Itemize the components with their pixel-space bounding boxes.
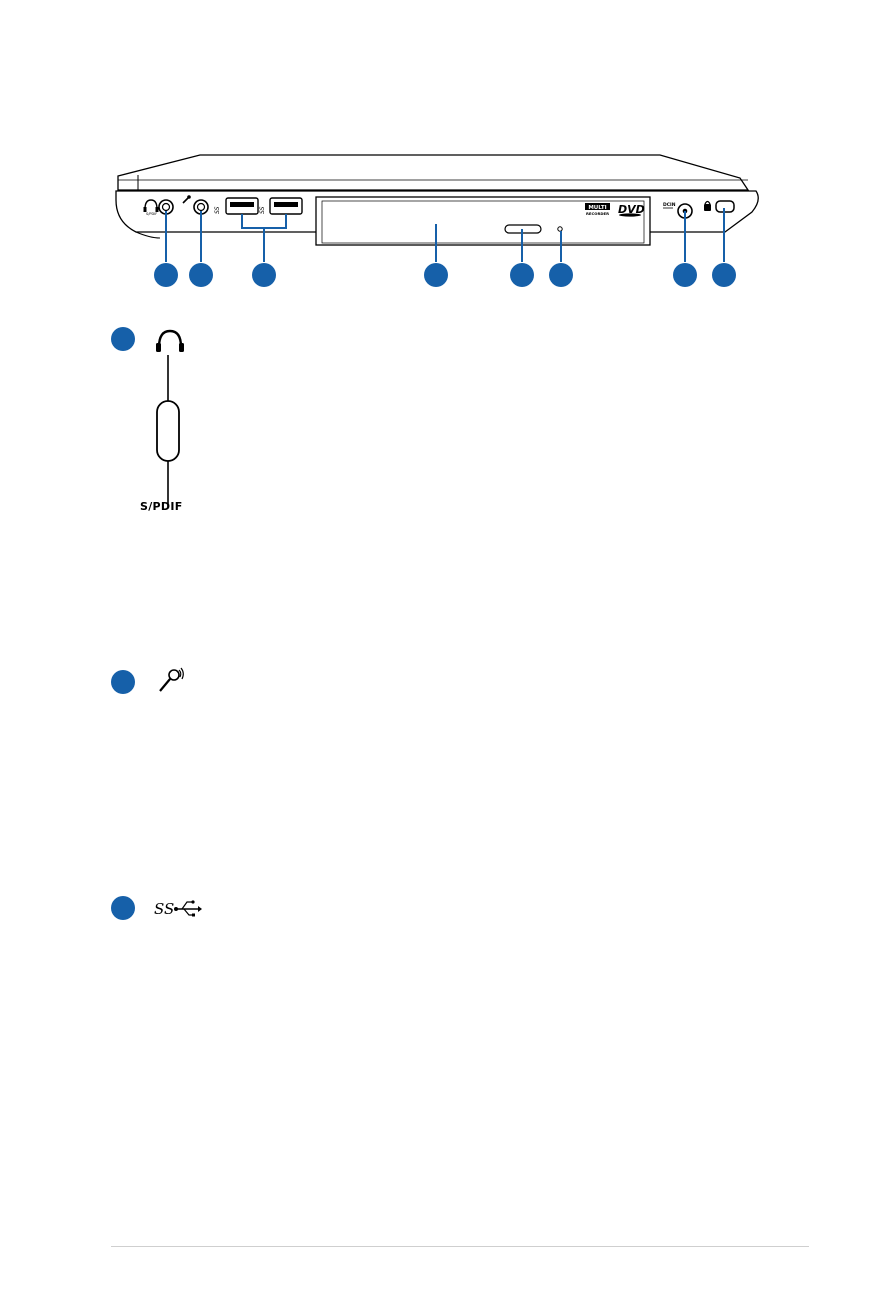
footer-rule [111, 1246, 809, 1247]
microphone-icon [159, 667, 184, 692]
callout-2 [189, 263, 213, 287]
callout-3 [252, 263, 276, 287]
dvd-logo: DVD [618, 203, 645, 217]
dc-in-icon: DCIN [663, 202, 676, 208]
callout-7 [673, 263, 697, 287]
drive-brand-logo: MULTI RECORDER [585, 203, 610, 216]
callout-8 [712, 263, 736, 287]
spdif-connector [156, 400, 180, 462]
usb3-superspeed-icon: SS [154, 900, 202, 918]
section-1-marker [111, 327, 135, 351]
svg-text:SS: SS [214, 206, 221, 214]
svg-text:DVD: DVD [618, 203, 645, 216]
callout-6 [549, 263, 573, 287]
spdif-label: S/PDIF [140, 500, 183, 513]
drive-activity-led [557, 226, 563, 232]
section-3-marker [111, 896, 135, 920]
callout-4 [424, 263, 448, 287]
svg-text:RECORDER: RECORDER [586, 211, 609, 216]
kensington-lock-icon [704, 200, 711, 211]
section-2-marker [111, 670, 135, 694]
svg-text:SS: SS [259, 206, 266, 214]
headphone-spdif-icon [143, 199, 159, 212]
usb3-icon: SS SS [214, 206, 266, 214]
microphone-icon [182, 195, 191, 204]
laptop-lid [117, 154, 750, 191]
headphone-icon [156, 329, 184, 507]
svg-text:S/PDIF: S/PDIF [146, 212, 157, 216]
laptop-side-view-figure: S/PDIF SS SS MULTI RECORDER DVD DCIN [115, 154, 759, 262]
callout-1 [154, 263, 178, 287]
svg-text:MULTI: MULTI [588, 205, 606, 211]
callout-5 [510, 263, 534, 287]
svg-text:SS: SS [154, 900, 174, 918]
